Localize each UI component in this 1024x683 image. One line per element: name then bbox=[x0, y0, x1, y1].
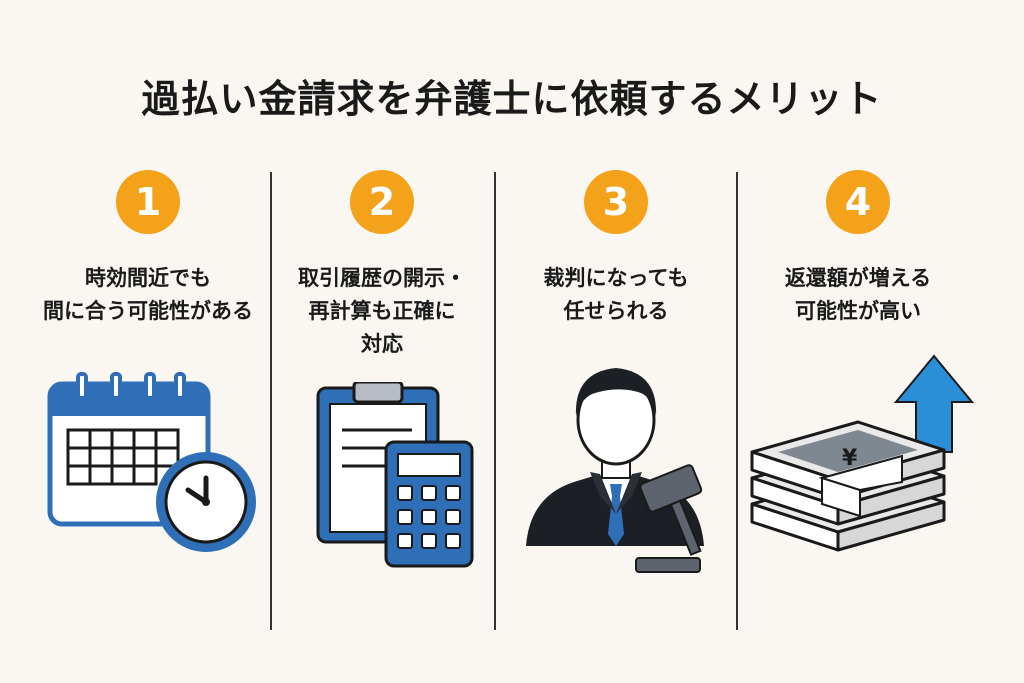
caption-line: 再計算も正確に bbox=[308, 299, 456, 323]
caption-line: 間に合う可能性がある bbox=[43, 299, 253, 323]
money-arrow-icon: ¥ bbox=[750, 354, 975, 552]
caption-line: 時効間近でも bbox=[85, 266, 211, 290]
benefit-card-2: 2 取引履歴の開示・ 再計算も正確に 対応 bbox=[262, 170, 502, 630]
benefit-card-3: 3 裁判になっても 任せられる bbox=[496, 170, 736, 630]
step-number-badge: 2 bbox=[350, 170, 414, 234]
caption-line: 取引履歴の開示・ bbox=[298, 266, 466, 290]
calendar-clock-icon bbox=[47, 372, 256, 552]
benefit-caption: 返還額が増える 可能性が高い bbox=[738, 262, 978, 328]
caption-line: 返還額が増える bbox=[784, 266, 932, 290]
yen-symbol: ¥ bbox=[842, 446, 858, 471]
page-title: 過払い金請求を弁護士に依頼するメリット bbox=[141, 77, 883, 121]
column-divider bbox=[270, 172, 272, 630]
lawyer-gavel-icon bbox=[526, 368, 704, 573]
step-number-badge: 3 bbox=[584, 170, 648, 234]
step-number-badge: 4 bbox=[826, 170, 890, 234]
caption-line: 対応 bbox=[361, 332, 403, 356]
benefit-caption: 裁判になっても 任せられる bbox=[496, 262, 736, 328]
benefit-caption: 時効間近でも 間に合う可能性がある bbox=[28, 262, 268, 328]
caption-line: 可能性が高い bbox=[795, 299, 921, 323]
benefit-card-4: 4 返還額が増える 可能性が高い ¥ bbox=[738, 170, 978, 630]
benefit-caption: 取引履歴の開示・ 再計算も正確に 対応 bbox=[262, 262, 502, 361]
column-divider bbox=[736, 172, 738, 630]
benefit-card-1: 1 時効間近でも 間に合う可能性がある bbox=[28, 170, 268, 630]
caption-line: 裁判になっても bbox=[543, 266, 689, 290]
step-number-badge: 1 bbox=[116, 170, 180, 234]
clipboard-calculator-icon bbox=[316, 382, 474, 568]
column-divider bbox=[494, 172, 496, 630]
caption-line: 任せられる bbox=[563, 299, 669, 323]
